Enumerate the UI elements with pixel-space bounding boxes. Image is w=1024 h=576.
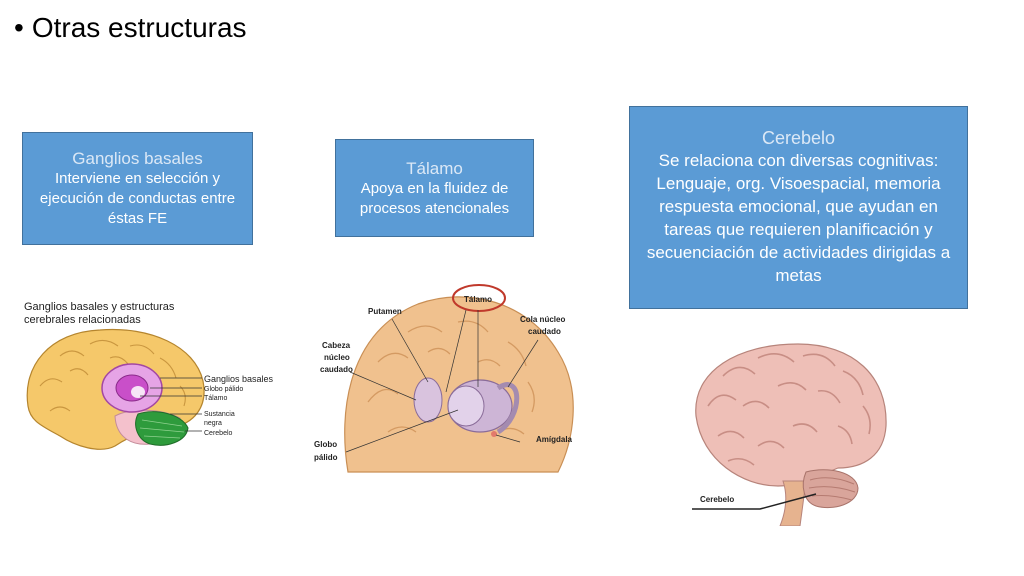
cerebelo-box: Cerebelo Se relaciona con diversas cogni… [629,106,968,309]
fig2-label-cola-2: caudado [528,327,561,336]
fig1-label-cerebelo: Cerebelo [204,430,233,437]
fig1-label-sustancia: Sustancia [204,411,235,418]
fig2-label-globo-2: pálido [314,453,338,462]
fig2-label-cabeza-2: núcleo [324,353,350,362]
fig2-leader-lines [345,309,539,453]
fig2-label-putamen: Putamen [368,307,402,316]
fig2-label-cabeza-3: caudado [320,365,353,374]
slide-title: •Otras estructuras [14,12,247,44]
fig2-label-cola-1: Cola núcleo [520,315,565,324]
slide-title-text: Otras estructuras [31,12,247,43]
cerebelo-heading: Cerebelo [761,128,836,148]
fig2-label-amigdala: Amígdala [536,435,573,444]
fig1-label-globo: Globo pálido [204,386,243,393]
fig3-label-cerebelo: Cerebelo [700,495,734,504]
fig2-label-talamo: Tálamo [464,295,492,304]
fig1-label-negra: negra [204,420,222,427]
cerebelo-figure: Cerebelo [692,343,887,526]
fig1-title-1: Ganglios basales y estructuras [24,301,175,313]
fig1-label-talamo: Tálamo [204,395,227,402]
fig3-leader-line [692,493,817,510]
ganglios-figure: Ganglios basales y estructuras cerebrale… [24,301,274,450]
fig1-label-ganglios: Ganglios basales [204,374,274,384]
head-illustration [344,296,574,473]
brain-side-illustration [695,343,887,526]
fig1-leader-lines [140,377,202,432]
ganglios-basales-box: Ganglios basales Interviene en selección… [22,132,253,245]
talamo-box: Tálamo Apoya en la fluidez de procesos a… [335,139,534,237]
talamo-body: Apoya en la fluidez de procesos atencion… [359,179,510,217]
ganglios-heading: Ganglios basales [72,149,203,168]
brain-sagittal-illustration [26,328,205,450]
talamo-highlight-ring [452,284,506,312]
ganglios-body: Interviene en selección y ejecución de c… [39,170,236,227]
fig1-title-2: cerebrales relacionadas [24,314,141,326]
talamo-heading: Tálamo [406,158,463,178]
talamo-figure: Tálamo Putamen Cola núcleo caudado Cabez… [314,284,574,473]
cerebelo-body: Se relaciona con diversas cognitivas: Le… [646,151,951,285]
fig2-label-globo-1: Globo [314,440,337,449]
bullet: • [14,12,24,43]
fig2-label-cabeza-1: Cabeza [322,341,351,350]
